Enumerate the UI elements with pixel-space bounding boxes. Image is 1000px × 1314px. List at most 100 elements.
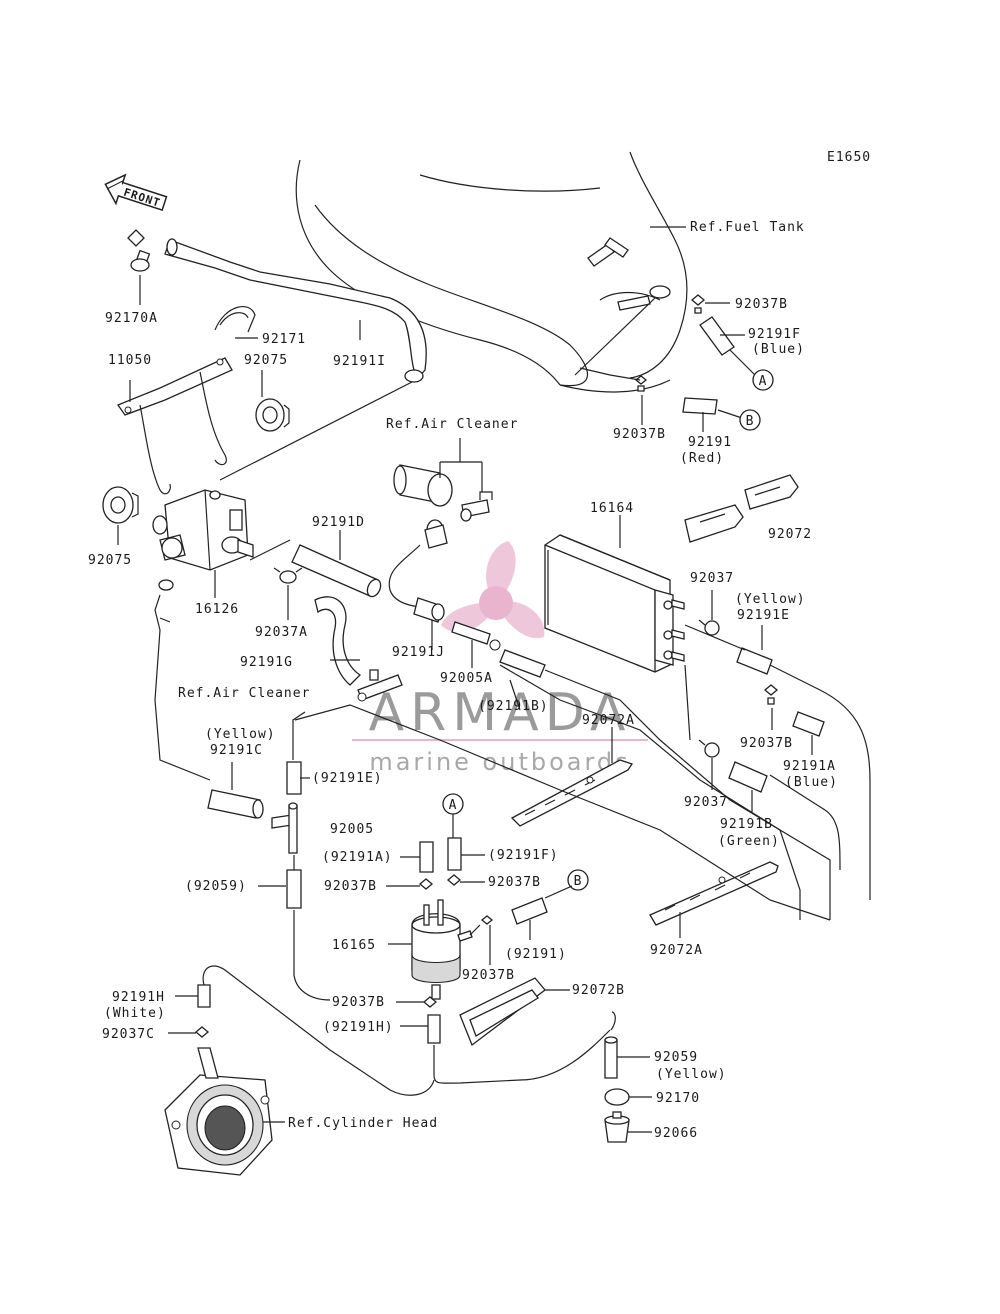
clip-92037B-low [469, 915, 494, 965]
ref-fuel-tank: Ref.Fuel Tank [690, 220, 805, 235]
label-92191B: 92191B [720, 817, 773, 832]
label-92059: 92059 [654, 1050, 698, 1065]
label-92191C-color: (Yellow) [205, 727, 276, 742]
cylinder-head-intake [164, 1047, 273, 1176]
clip-92037-top [698, 619, 720, 636]
hose-92191H-white [197, 984, 211, 1008]
label-92191-red-color: (Red) [680, 451, 724, 466]
label-921911: 92191I [333, 354, 386, 369]
label-92191F: 92191F [748, 327, 801, 342]
hose-92191F [699, 316, 735, 356]
label-92059-color: (Yellow) [656, 1067, 727, 1082]
clip-92037A [273, 567, 303, 584]
air-cleaner-fittings [393, 464, 493, 522]
hose-92191F-lower [447, 837, 462, 871]
bracket-92072B [459, 977, 546, 1047]
label-92037C: 92037C [102, 1027, 155, 1042]
cable-tie-92072A-mid [510, 759, 634, 827]
t-joint-92005 [271, 802, 298, 854]
label-92191B-color: (Green) [718, 834, 780, 849]
filter-92066 [604, 1111, 630, 1143]
label-92191F-color: (Blue) [752, 342, 805, 357]
ref-air-cleaner-top: Ref.Air Cleaner [386, 417, 518, 432]
label-92191H-color: (White) [104, 1006, 166, 1021]
clip-92037B-right1 [446, 874, 485, 886]
label-92191H-paren: (92191H) [323, 1020, 394, 1035]
svg-text:A: A [759, 374, 768, 389]
label-92191H: 92191H [112, 990, 165, 1005]
clip-92170A [127, 229, 151, 272]
label-92170: 92170 [656, 1091, 700, 1106]
clip-92037C [168, 1026, 210, 1038]
label-92037B-low: 92037B [462, 968, 515, 983]
hose-92191E-lower [286, 761, 302, 795]
label-92037B-r1: 92037B [488, 875, 541, 890]
hose-92191B [728, 761, 768, 793]
label-92075-top: 92075 [244, 353, 288, 368]
clip-92037B-right [763, 684, 779, 705]
clip-92037B-bottom [396, 996, 438, 1008]
connector-a-tank: A [752, 369, 774, 391]
front-direction-arrow-icon: FRONT [104, 173, 168, 212]
hose-92191D [291, 544, 382, 598]
label-92072A-low: 92072A [650, 943, 703, 958]
hose-92191B-upper [499, 649, 546, 678]
ref-air-cleaner-left: Ref.Air Cleaner [178, 686, 310, 701]
label-92191A: 92191A [783, 759, 836, 774]
label-92191A-color: (Blue) [785, 775, 838, 790]
label-92059-paren: (92059) [185, 879, 247, 894]
grommet-92075-left [102, 486, 139, 524]
hose-92059-left [286, 869, 302, 909]
hose-92191-red [682, 397, 718, 415]
diagram-code: E1650 [827, 150, 871, 165]
fuel-tank-fittings [574, 237, 671, 376]
clip-92171 [214, 306, 256, 333]
label-92171: 92171 [262, 332, 306, 347]
label-92037B-bottom: 92037B [332, 995, 385, 1010]
propeller-logo-icon [441, 541, 545, 639]
label-92191G: 92191G [240, 655, 293, 670]
labels: E1650 Ref.Fuel Tank 92170A 92171 92191I … [88, 150, 871, 1141]
hose-92191-lower [511, 897, 548, 925]
label-92072: 92072 [768, 527, 812, 542]
label-92037A: 92037A [255, 625, 308, 640]
label-92191-paren: (92191) [505, 947, 567, 962]
label-11050: 11050 [108, 353, 152, 368]
hose-92191C [207, 789, 264, 819]
cable-tie-92072A-low [649, 861, 779, 926]
connector-a-lower: A [442, 793, 464, 815]
label-92072B: 92072B [572, 983, 625, 998]
label-92191B-paren: (92191B) [478, 699, 549, 714]
label-92037B-tank2: 92037B [613, 427, 666, 442]
svg-text:B: B [574, 874, 583, 889]
label-92037B-l1: 92037B [324, 879, 377, 894]
label-92037-mid: 92037 [684, 795, 728, 810]
bracket-92072 [684, 474, 799, 543]
clip-92037B-tank [690, 294, 706, 314]
label-16165: 16165 [332, 938, 376, 953]
hose-92191G [314, 596, 362, 686]
hose-92191A [792, 711, 825, 737]
hose-92191H-filter [427, 1014, 441, 1044]
hose-92191J [388, 519, 448, 623]
canister-16164 [544, 534, 685, 673]
cap-92170 [604, 1088, 630, 1106]
label-16164: 16164 [590, 501, 634, 516]
label-92170A: 92170A [105, 311, 158, 326]
svg-text:B: B [746, 414, 755, 429]
watermark-tagline: marine outboards [369, 748, 630, 776]
label-92191-red: 92191 [688, 435, 732, 450]
ref-cylinder-head: Ref.Cylinder Head [288, 1116, 438, 1131]
label-16126: 16126 [195, 602, 239, 617]
clip-92037-mid [698, 739, 720, 758]
hose-92191A-lower [419, 841, 434, 873]
label-92075-left: 92075 [88, 553, 132, 568]
fuel-filter-16165 [411, 899, 473, 1000]
label-92037-top: 92037 [690, 571, 734, 586]
valve-16126 [152, 489, 254, 571]
label-92037B-right: 92037B [740, 736, 793, 751]
grommet-92075-top [255, 398, 290, 432]
label-92037B-tank: 92037B [735, 297, 788, 312]
